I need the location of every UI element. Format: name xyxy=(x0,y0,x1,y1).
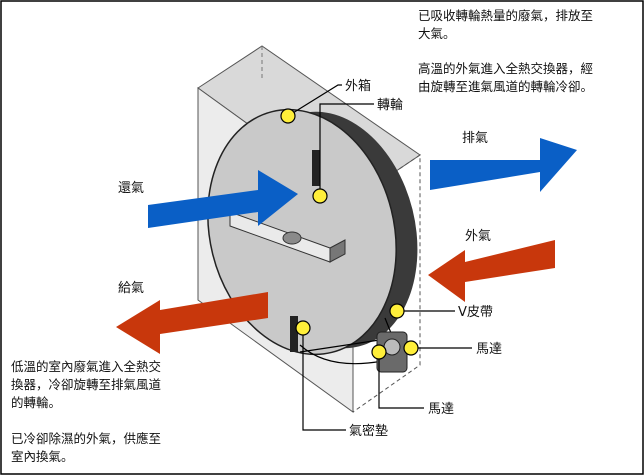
marker-motor-bottom xyxy=(371,344,387,360)
supply-air-arrow-shape xyxy=(116,292,268,354)
wheel-hub xyxy=(282,231,302,245)
note-bottom-left-line: 換器，冷卻旋轉至排氣風道 xyxy=(11,377,162,392)
outside-air-arrow-shape xyxy=(428,240,555,302)
marker-v-belt xyxy=(389,303,405,319)
note-top-right-line: 已吸收轉輪熱量的廢氣，排放至 xyxy=(418,8,593,23)
rotor-wheel xyxy=(207,108,418,356)
arrow-return-air xyxy=(148,170,298,228)
note-top-right-line: 高溫的外氣進入全熱交換器，經 xyxy=(418,61,593,76)
note-bottom-left-line: 已冷卻除濕的外氣，供應至 xyxy=(11,431,161,446)
label-v-belt: V皮帶 xyxy=(458,305,493,320)
label-motor-bottom: 馬達 xyxy=(428,402,454,417)
marker-motor-right xyxy=(403,340,419,356)
marker-air-seal xyxy=(295,320,311,336)
arrow-exhaust xyxy=(430,138,577,192)
note-top-right: 已吸收轉輪熱量的廢氣，排放至 大氣。 高溫的外氣進入全熱交換器，經 由旋轉至進氣… xyxy=(418,8,593,94)
seal-strip-bottom xyxy=(290,316,298,352)
arrow-supply-air xyxy=(116,292,268,354)
leader-motor-bottom xyxy=(378,352,424,409)
note-top-right-line: 大氣。 xyxy=(418,26,456,41)
exhaust-arrow-shape xyxy=(430,138,577,192)
arrow-outside-air xyxy=(428,240,555,302)
note-bottom-left-line: 低溫的室內廢氣進入全熱交 xyxy=(11,359,161,374)
leader-wheel xyxy=(319,103,374,196)
label-outside-air: 外氣 xyxy=(465,229,491,244)
marker-wheel xyxy=(312,188,328,204)
label-exhaust: 排氣 xyxy=(462,131,488,146)
wheel-face xyxy=(207,108,397,356)
note-bottom-left-line: 的轉輪。 xyxy=(11,395,61,410)
wheel-partition-side xyxy=(329,239,346,263)
label-air-seal: 氣密墊 xyxy=(349,423,388,439)
leader-lines xyxy=(287,84,472,431)
leader-casing xyxy=(287,84,342,117)
markers xyxy=(280,108,419,360)
label-motor-right: 馬達 xyxy=(476,342,502,357)
label-return-air: 還氣 xyxy=(118,181,144,196)
return-air-arrow-shape xyxy=(148,170,298,228)
housing-side-outline xyxy=(352,154,421,413)
label-casing: 外箱 xyxy=(345,78,371,94)
label-supply-air: 給氣 xyxy=(118,281,144,296)
note-top-right-line: 由旋轉至進氣風道的轉輪冷卻。 xyxy=(418,79,593,94)
label-wheel: 轉輪 xyxy=(377,97,403,113)
note-bottom-left: 低溫的室內廢氣進入全熱交 換器，冷卻旋轉至排氣風道 的轉輪。 已冷卻除濕的外氣，… xyxy=(11,359,162,464)
marker-casing xyxy=(280,108,296,124)
seal-strip-top xyxy=(312,150,320,186)
note-bottom-left-line: 室內換氣。 xyxy=(11,449,74,464)
leader-air-seal xyxy=(302,328,346,431)
